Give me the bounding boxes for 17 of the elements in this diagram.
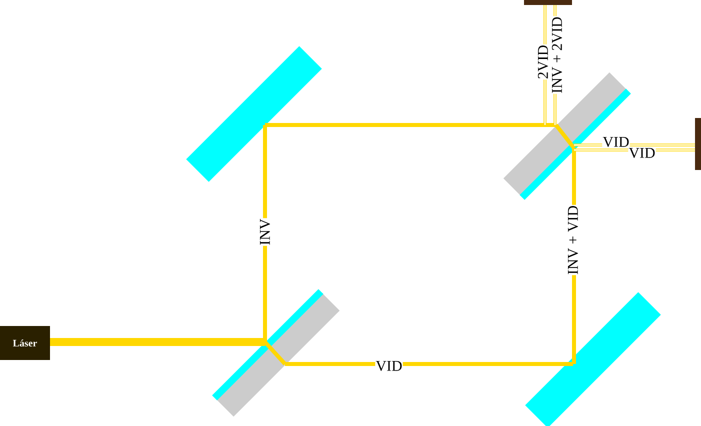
edge-label: VID <box>628 147 656 159</box>
mirror <box>186 46 322 182</box>
laser-box: Láser <box>0 326 50 360</box>
beam-splitter <box>212 289 340 417</box>
detector <box>695 118 701 170</box>
edge-label: VID <box>375 360 403 372</box>
detector <box>524 0 572 5</box>
edge-label: VID <box>602 136 630 148</box>
edge-label: 2VID <box>537 44 549 80</box>
light-beam <box>50 338 265 346</box>
light-beam <box>285 362 573 366</box>
edge-label: INV <box>259 218 271 246</box>
mirror <box>525 292 661 426</box>
light-beam <box>265 123 556 127</box>
edge-label: INV + VID <box>567 204 579 276</box>
edge-label: INV + 2VID <box>551 16 563 94</box>
light-beam <box>263 125 267 342</box>
